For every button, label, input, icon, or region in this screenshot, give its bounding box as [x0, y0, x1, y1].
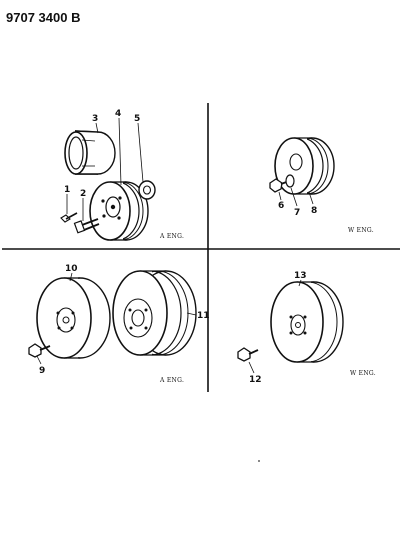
callout-4: 4: [115, 109, 121, 119]
part-4-pulley: [89, 181, 149, 241]
caption-bottom-left: A ENG.: [159, 377, 184, 384]
stray-speck: [258, 460, 260, 462]
part-13-pulley: [270, 281, 344, 363]
callout-7: 7: [294, 208, 300, 218]
part-7-washer: [285, 174, 295, 188]
callout-1: 1: [64, 185, 70, 195]
callout-2: 2: [80, 189, 86, 199]
part-2-stud: [73, 218, 100, 234]
callout-12: 12: [249, 375, 262, 385]
part-1-bolt: [60, 212, 78, 223]
part-9-bolt: [28, 343, 51, 358]
part-12-bolt: [237, 347, 259, 362]
callout-5: 5: [134, 114, 140, 124]
part-number-header: 9707 3400 B: [6, 10, 80, 25]
part-10-pulley: [36, 277, 111, 359]
callout-9: 9: [39, 366, 45, 376]
caption-top-left: A ENG.: [159, 233, 184, 240]
callout-6: 6: [278, 201, 284, 211]
part-11-pulley: [112, 270, 197, 356]
callout-10: 10: [65, 264, 78, 274]
callout-11: 11: [197, 311, 210, 321]
part-8-pulley: [274, 137, 335, 195]
callout-3: 3: [92, 114, 98, 124]
callout-13: 13: [294, 271, 307, 281]
part-3-drum: [64, 130, 116, 175]
part-5-washer: [138, 180, 156, 200]
caption-top-right: W ENG.: [348, 227, 374, 234]
callout-8: 8: [311, 206, 317, 216]
caption-bottom-right: W ENG.: [350, 370, 376, 377]
